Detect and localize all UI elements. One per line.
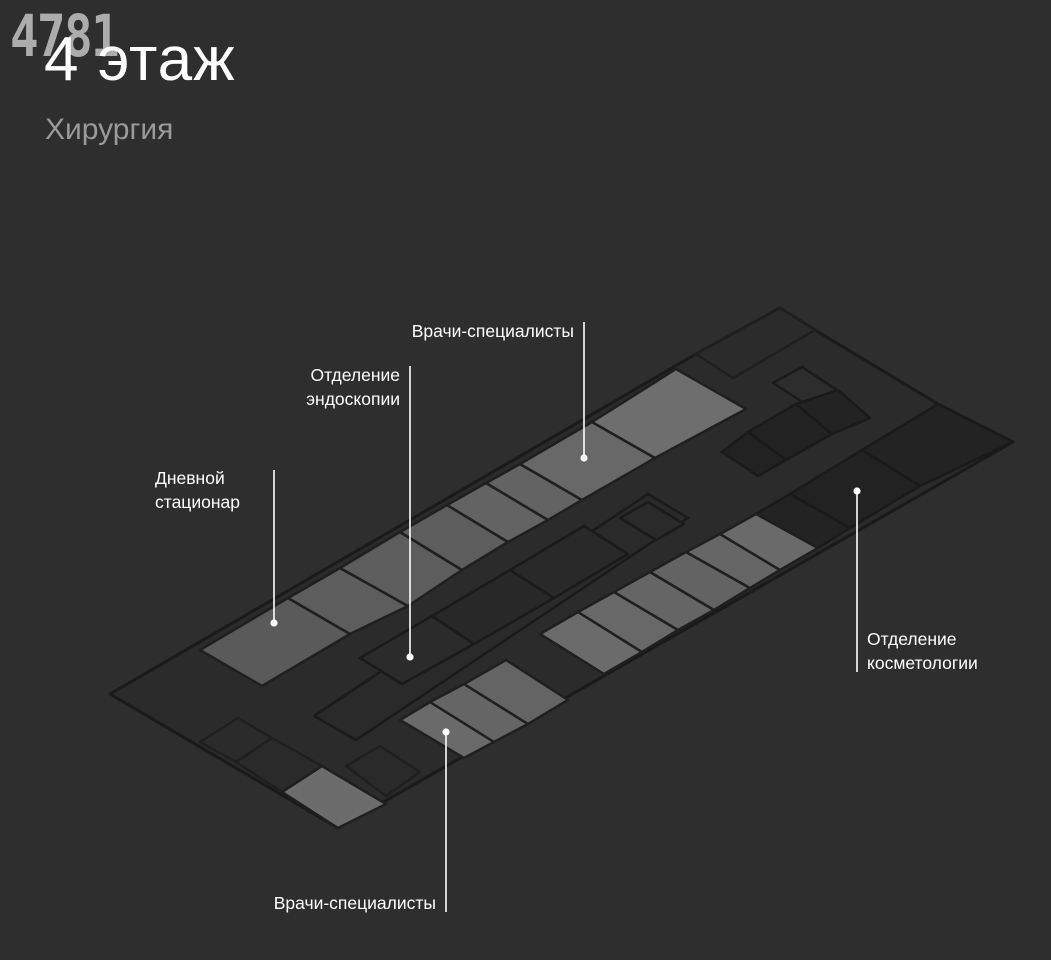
rooms-top-row: [198, 306, 817, 688]
room-bottom-dark-2: [234, 736, 324, 794]
room-bottom-9: [718, 512, 820, 572]
callout-text-line1: Дневной: [155, 468, 225, 488]
callout-label-day-hospital: Дневной стационар: [155, 466, 265, 514]
callout-dots: [270, 454, 861, 736]
callout-dot-endoscopy: [406, 653, 414, 661]
watermark: 4781: [10, 2, 120, 70]
room-dark-3: [720, 430, 788, 478]
rooms-bottom-row: [198, 512, 820, 830]
room-bottom-dark-3: [344, 744, 422, 798]
core-room-3: [508, 524, 630, 600]
callout-dot-specialists-top: [580, 454, 588, 462]
callout-dot-cosmetology: [853, 487, 861, 495]
callout-label-endoscopy: Отделение эндоскопии: [240, 363, 400, 411]
callout-label-specialists-top: Врачи-специалисты: [360, 319, 574, 343]
callout-label-cosmetology: Отделение косметологии: [867, 627, 1037, 675]
callout-text-line2: стационар: [155, 492, 240, 512]
room-bottom-3: [462, 658, 570, 726]
callout-label-specialists-bottom: Врачи-специалисты: [216, 891, 436, 915]
callout-text-line2: эндоскопии: [306, 389, 400, 409]
callout-dot-day-hospital: [270, 619, 278, 627]
callout-text-line1: Отделение: [867, 629, 957, 649]
callout-lines: [273, 322, 858, 912]
callout-text-line2: косметологии: [867, 653, 978, 673]
department-subtitle: Хирургия: [45, 113, 174, 146]
callout-text-line1: Отделение: [310, 365, 400, 385]
room-top-8: [590, 367, 748, 460]
core-room-4: [618, 500, 686, 542]
callout-text: Врачи-специалисты: [411, 321, 574, 341]
central-core: [312, 492, 690, 742]
room-top-corner: [694, 306, 817, 380]
callout-dot-specialists-bottom: [442, 728, 450, 736]
callout-text: Врачи-специалисты: [273, 893, 436, 913]
page-title: 4 этаж: [44, 25, 236, 94]
